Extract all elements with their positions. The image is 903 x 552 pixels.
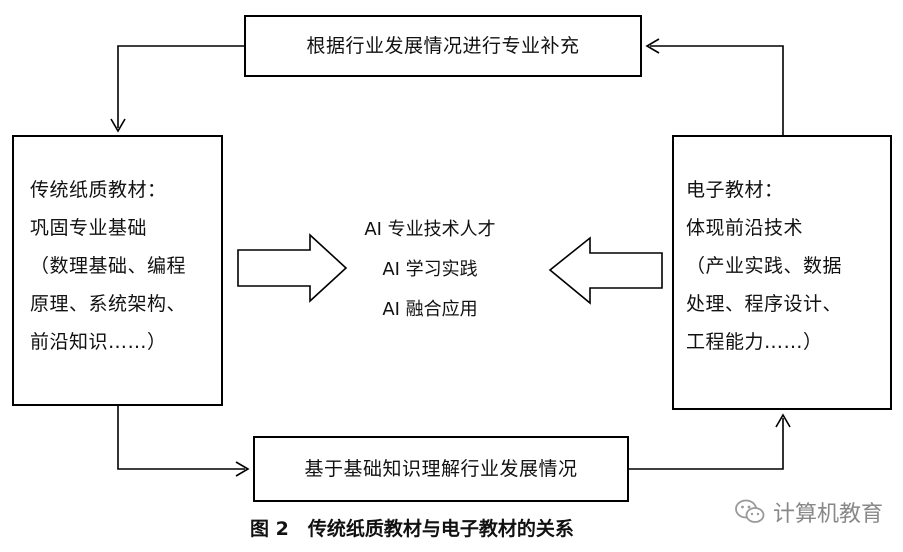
- arrowhead-down-left: [110, 118, 126, 133]
- right-box-electronic-textbook: 电子教材： 体现前沿技术 （产业实践、数据 处理、程序设计、 工程能力……）: [672, 135, 892, 410]
- figure-caption: 图 2 传统纸质教材与电子教材的关系: [250, 518, 574, 540]
- watermark-text: 计算机教育: [773, 502, 884, 527]
- right-box-line: 电子教材：: [686, 179, 784, 201]
- connector-top-to-left: [117, 45, 244, 128]
- connector-right-to-top: [650, 45, 784, 135]
- right-box-line: 体现前沿技术: [686, 217, 804, 239]
- left-box-line: 传统纸质教材：: [30, 179, 167, 201]
- block-arrow-left: [548, 236, 663, 305]
- left-box-line: （数理基础、编程: [30, 255, 187, 277]
- arrowhead-left-top: [645, 38, 660, 54]
- arrowhead-up-right: [775, 413, 791, 428]
- bottom-box: 基于基础知识理解行业发展情况: [253, 436, 629, 502]
- right-box-line: （产业实践、数据: [686, 255, 843, 277]
- connector-left-to-bottom: [117, 406, 245, 470]
- wechat-icon: [735, 499, 765, 523]
- left-box-line: 前沿知识……）: [30, 331, 167, 353]
- watermark: 计算机教育: [735, 492, 883, 532]
- center-line: AI 专业技术人才: [364, 219, 496, 240]
- left-box-line: 原理、系统架构、: [30, 293, 187, 315]
- center-text: AI 专业技术人才 AI 学习实践 AI 融合应用: [340, 210, 520, 330]
- top-box-text: 根据行业发展情况进行专业补充: [306, 35, 580, 57]
- center-line: AI 学习实践: [382, 259, 478, 280]
- block-arrow-right: [237, 233, 348, 303]
- bottom-box-text: 基于基础知识理解行业发展情况: [304, 458, 578, 480]
- left-box-paper-textbook: 传统纸质教材： 巩固专业基础 （数理基础、编程 原理、系统架构、 前沿知识……）: [12, 135, 223, 406]
- right-box-line: 处理、程序设计、: [686, 293, 843, 315]
- top-box: 根据行业发展情况进行专业补充: [244, 15, 642, 77]
- arrowhead-right-bottom: [235, 461, 250, 477]
- right-box-line: 工程能力……）: [686, 331, 823, 353]
- left-box-line: 巩固专业基础: [30, 217, 148, 239]
- center-line: AI 融合应用: [382, 299, 478, 320]
- connector-bottom-to-right: [629, 418, 784, 470]
